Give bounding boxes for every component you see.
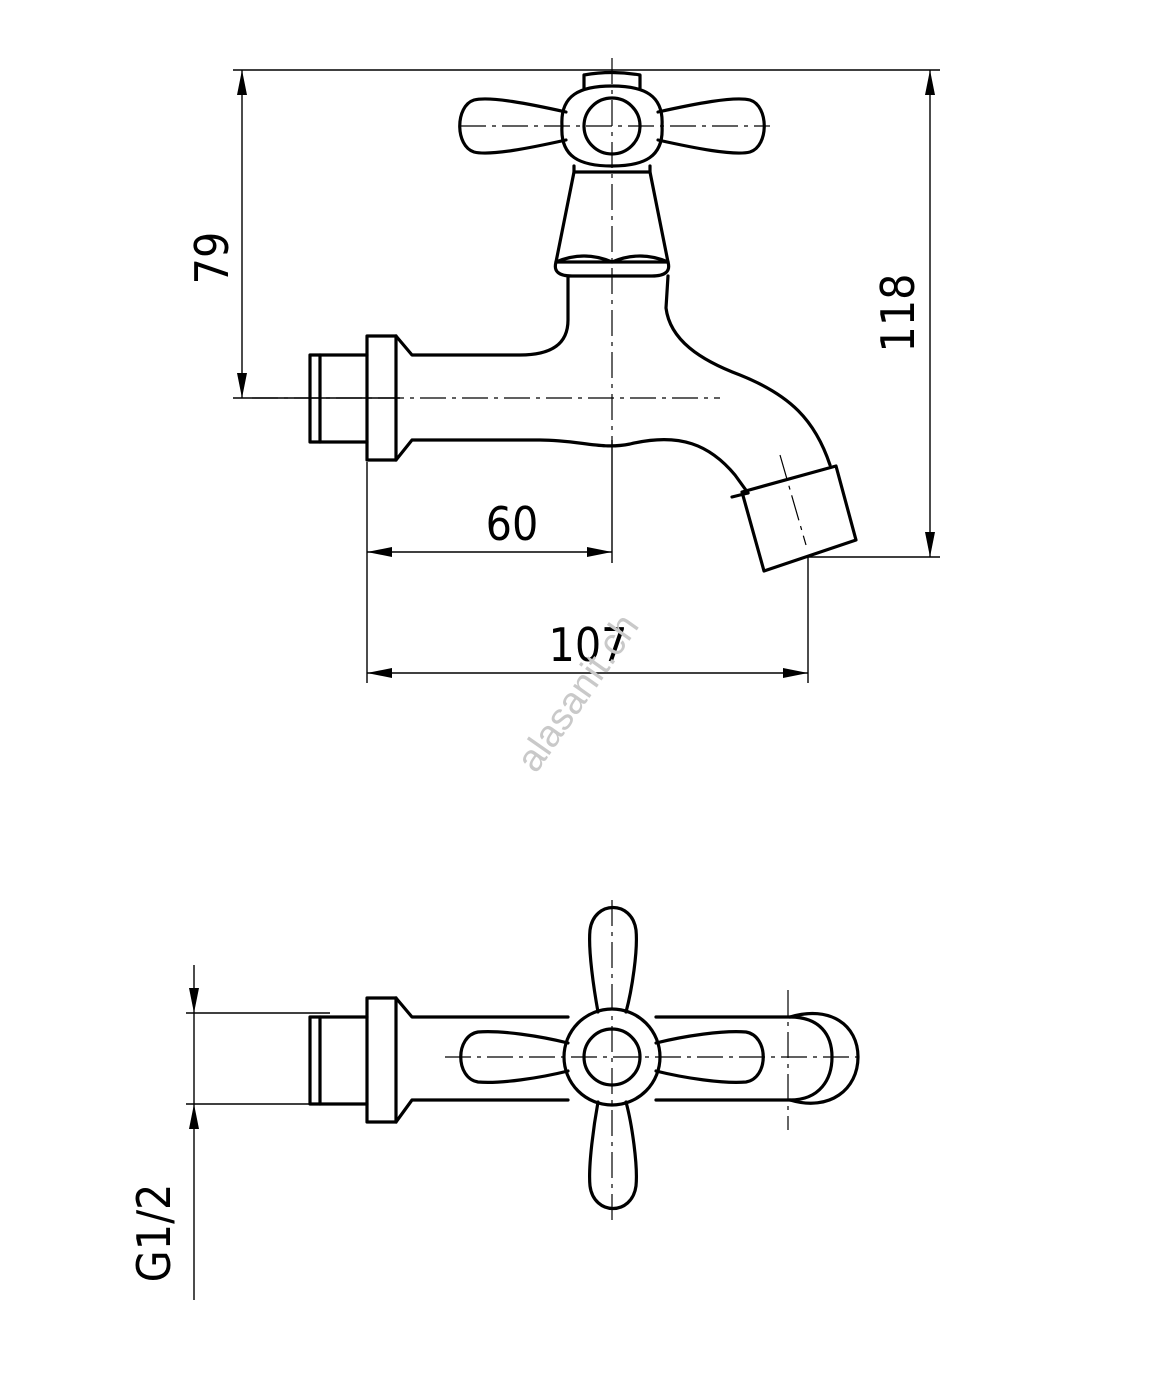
dimension-118: 118: [871, 70, 935, 557]
dimension-79: 79: [185, 70, 247, 398]
dimension-60: 60: [367, 497, 612, 557]
top-handle: [459, 905, 765, 1211]
dimension-g1-2: G1/2: [127, 965, 199, 1300]
top-inlet: [308, 996, 792, 1124]
side-body: [308, 274, 858, 573]
dimension-107-label: 107: [549, 618, 628, 672]
side-view: 79 118 60 107: [185, 58, 940, 683]
dimension-60-label: 60: [486, 497, 539, 551]
dimension-g1-2-label: G1/2: [127, 1184, 181, 1283]
dimension-79-label: 79: [185, 232, 239, 285]
dimension-118-label: 118: [871, 274, 925, 353]
top-spout: [788, 1011, 860, 1105]
side-handle: [458, 70, 766, 278]
top-view: G1/2: [127, 900, 860, 1300]
dimension-107: 107: [367, 618, 808, 678]
